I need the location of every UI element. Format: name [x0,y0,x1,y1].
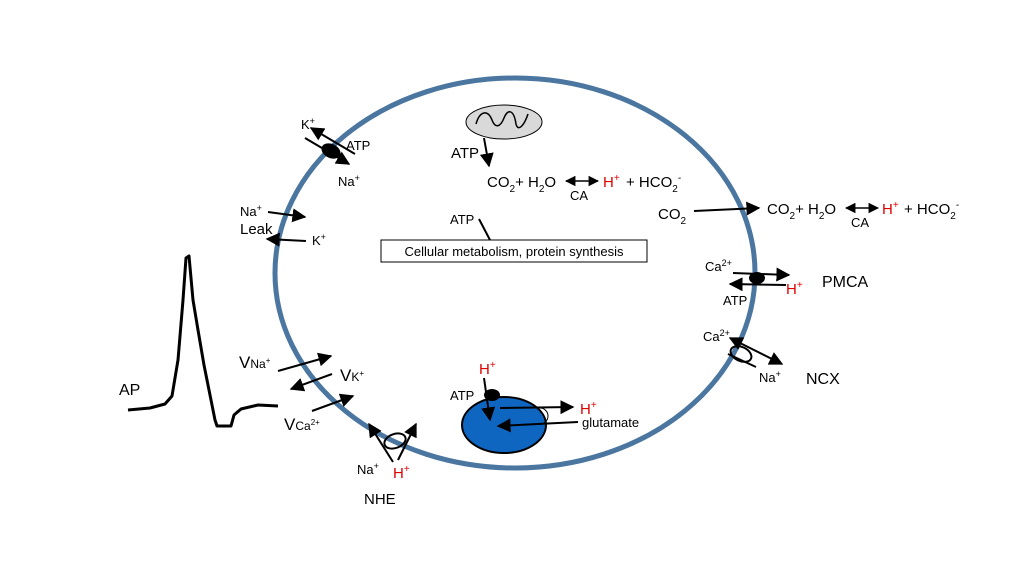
synaptic-vesicle: H+ ATP H+ glutamate [450,360,639,454]
metabolism-box [380,239,648,263]
nhe-na-label: Na+ [357,461,379,477]
hco3-int-label: + HCO2- [626,173,681,195]
v-ca-label: VCa2+ [284,415,320,434]
ncx-label: NCX [806,371,840,388]
intracellular-co2-equilibrium: CO2+ H2O H+ + HCO2- CA [487,173,681,203]
vesicle-h-out-label: H+ [580,400,597,418]
ap-label: AP [119,382,140,399]
na-leak-label: Na+ [240,203,262,219]
nhe-label: NHE [364,491,396,508]
k-plus-label: K+ [301,116,315,132]
nhe-h-label: H+ [393,464,410,482]
vesicle-h-in-label: H+ [479,360,496,378]
metabolism-label: Cellular metabolism, protein synthesis [405,244,624,259]
k-leak-label: K+ [312,232,326,248]
action-potential-trace [127,254,279,428]
co2-h2o-int: CO2+ H2O [487,174,556,195]
voltage-gated-currents: VNa+ VK+ VCa2+ [239,352,364,434]
nhe-exchanger: Na+ H+ NHE [357,422,417,508]
pmca-label: PMCA [822,274,869,291]
ncx-na-label: Na+ [759,369,781,385]
h-int-label: H+ [603,173,620,191]
ncx-ca-label: Ca2+ [703,328,730,344]
atp-pump-label: ATP [346,138,370,153]
metabolism: ATP Cellular metabolism, protein synthes… [380,212,648,263]
vesicle-atp-label: ATP [450,388,474,403]
pmca-atp-label: ATP [723,293,747,308]
leak-label: Leak [240,221,273,238]
na-plus-label: Na+ [338,173,360,189]
pmca-ca-label: Ca2+ [705,258,732,274]
extracellular-co2-equilibrium: CO2 CO2+ H2O H+ + HCO2- CA [658,200,959,230]
v-na-label: VNa+ [239,353,271,372]
mitochondrion: ATP [451,104,543,168]
hco3-ext-label: + HCO2- [904,200,959,222]
atp-mito-label: ATP [451,145,479,162]
ncx-exchanger: Ca2+ Na+ NCX [703,328,840,388]
atp-metab-label: ATP [450,212,474,227]
v-k-label: VK+ [340,366,364,385]
co2-h2o-ext: CO2+ H2O [767,201,836,222]
pmca-pump: Ca2+ H+ ATP PMCA [705,258,869,308]
h-ext-label: H+ [882,200,899,218]
co2-in-label: CO2 [658,206,687,227]
glutamate-label: glutamate [582,415,639,430]
pmca-h-label: H+ [786,280,803,298]
na-k-pump: K+ ATP Na+ [301,116,370,189]
ca-int-label: CA [570,188,588,203]
leak-channels: Na+ Leak K+ [240,203,326,248]
ca-ext-label: CA [851,215,869,230]
